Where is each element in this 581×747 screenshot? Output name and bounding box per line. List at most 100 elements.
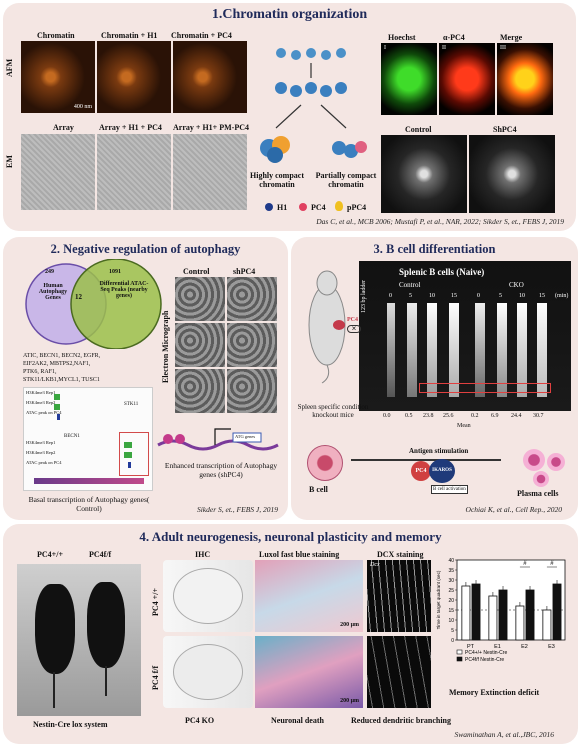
section3-title: 3. B cell differentiation	[373, 242, 496, 256]
afm-title-1: Chromatin	[37, 31, 75, 40]
fluor-alpha-pc4: II	[439, 43, 495, 115]
mouse-ff	[87, 582, 125, 668]
luxol-top: 200 μm	[255, 560, 363, 632]
gel-highlight-box	[419, 383, 551, 393]
antigen-stimulation-label: Antigen stimulation	[409, 447, 469, 455]
chart-ytick-label: 10	[448, 618, 454, 624]
venn-overlap: 12	[75, 293, 82, 301]
em-label: EM	[5, 155, 14, 168]
venn-left-count: 249	[45, 269, 54, 275]
section2-title: 2. Negative regulation of autophagy	[50, 242, 241, 256]
legend-pc4: PC4	[311, 203, 326, 212]
chart-bar	[488, 595, 498, 641]
chart-bar	[498, 589, 508, 641]
control-chromosome-image	[381, 135, 467, 213]
micrograph-control-3	[175, 369, 225, 413]
chromatin-schematic	[260, 48, 367, 163]
fluor-title-3: Merge	[500, 33, 523, 42]
partially-compact-label: Partially compact chromatin	[315, 171, 377, 189]
em-title-1: Array	[53, 123, 74, 132]
afm-image-chromatin: 400 nm	[21, 41, 95, 113]
fluor-title-1: Hoechst	[388, 33, 416, 42]
chart-ytick-label: 5	[451, 628, 454, 634]
plasma-cell-3	[533, 471, 549, 487]
section2-citation: Sikder S, et., FEBS J, 2019	[196, 505, 278, 514]
highly-compact-cluster	[260, 136, 290, 163]
chart-ytick-label: 35	[448, 568, 454, 574]
afm-title-3: Chromatin + PC4	[171, 31, 232, 40]
enhanced-transcription-text: Enhanced transcription of Autophagy gene…	[164, 461, 278, 479]
chart-legend-swatch	[456, 649, 463, 655]
chart-legend-label: PC4+/+ Nestin-Cre	[465, 650, 507, 656]
chart-xtick-label: PT	[467, 644, 475, 650]
bcell-activation-label: B cell activation	[431, 485, 468, 494]
chart-ytick-label: 40	[448, 558, 454, 564]
gel-title: Splenic B cells (Naive)	[399, 267, 485, 277]
micrograph-shpc4-1	[227, 277, 277, 321]
chart-bar	[525, 589, 535, 641]
em-title-2: Array + H1 + PC4	[99, 123, 162, 132]
chart-ytick-label: 0	[451, 638, 454, 644]
chart-bar	[461, 585, 471, 641]
afm-scale: 400 nm	[73, 104, 92, 110]
plasma-cell-1	[523, 449, 545, 471]
legend-h1-icon	[265, 203, 273, 211]
afm-label: AFM	[5, 58, 14, 77]
pc4-circle: PC4	[411, 461, 431, 481]
knockout-caption: Spleen specific condition knockout mice	[297, 403, 369, 419]
mouse-photo	[17, 564, 141, 716]
chart-bar	[552, 583, 562, 641]
gel-ladder-label: 123 bp ladder	[361, 280, 367, 313]
section-autophagy: 2. Negative regulation of autophagy 249 …	[3, 237, 288, 520]
chart-ytick-label: 25	[448, 588, 454, 594]
micrograph-shpc4-2	[227, 323, 277, 367]
neuronal-death-label: Neuronal death	[271, 716, 324, 725]
gel-cko-label: CKO	[509, 281, 524, 289]
mouse-wt	[35, 584, 75, 674]
row-label-bottom: PC4 f/f	[151, 665, 160, 690]
legend-pc4-icon	[299, 203, 307, 211]
shpc4-chromosome-image	[469, 135, 555, 213]
bcell-icon	[307, 445, 343, 481]
enhanced-transcription-schematic	[157, 428, 279, 451]
venn-right-count: 1091	[109, 269, 121, 275]
em-image-h1-pc4	[97, 134, 171, 210]
section-chromatin: 1.Chromatin organization AFM EM Chromati…	[3, 3, 576, 231]
chart-ytick-label: 20	[448, 598, 454, 604]
highly-compact-label: Highly compact chromatin	[250, 171, 304, 189]
pc4-gene-label: PC4	[347, 317, 358, 323]
dcx-top: Dcx	[367, 560, 431, 632]
micrograph-shpc4-3	[227, 369, 277, 413]
chart-ytick-label: 30	[448, 578, 454, 584]
genome-tracks-panel: H3K4me3 Rep1 H3K4me3 Rep2 ATAC peak on P…	[23, 387, 153, 491]
atg-genes-label: ATG genes	[235, 434, 256, 439]
knockout-x-icon: ×	[347, 325, 361, 333]
micrograph-control-2	[175, 323, 225, 367]
shpc4-label: ShPC4	[493, 125, 517, 134]
scale-top: 200 μm	[340, 622, 359, 628]
gel-image: Splenic B cells (Naive) 123 bp ladder Co…	[359, 261, 571, 411]
venn-left-label: Human Autophagy Genes	[38, 283, 68, 301]
afm-title-2: Chromatin + H1	[101, 31, 158, 40]
section4-title: 4. Adult neurogenesis, neuronal plastici…	[139, 529, 442, 544]
memory-extinction-label: Memory Extinction deficit	[449, 688, 540, 697]
legend-ppc4-icon	[335, 201, 343, 211]
scale-bottom: 200 μm	[340, 698, 359, 704]
luxol-bottom: 200 μm	[255, 636, 363, 708]
afm-image-h1	[97, 41, 171, 113]
micrograph-control-1	[175, 277, 225, 321]
gene-list-line1: ATIC, BECN1, BECN2, EGFR,	[23, 353, 101, 359]
chart-ylabel: Time in target quadrant (sec)	[436, 570, 441, 629]
chromatin-fiber-top	[275, 48, 347, 97]
ihc-bottom	[163, 636, 253, 708]
luxol-header: Luxol fast blue staining	[259, 550, 340, 559]
mouse-label-wt: PC4+/+	[37, 550, 64, 559]
mean-label: Mean	[457, 423, 471, 429]
section-bcell: 3. B cell differentiation Splenic B cell…	[291, 237, 578, 520]
chart-legend-swatch	[456, 656, 463, 662]
chart-sig-mark: #	[523, 561, 527, 567]
venn-right-circle	[70, 259, 162, 349]
reduced-branching-label: Reduced dendritic branching	[351, 716, 452, 725]
ihc-top	[163, 560, 253, 632]
